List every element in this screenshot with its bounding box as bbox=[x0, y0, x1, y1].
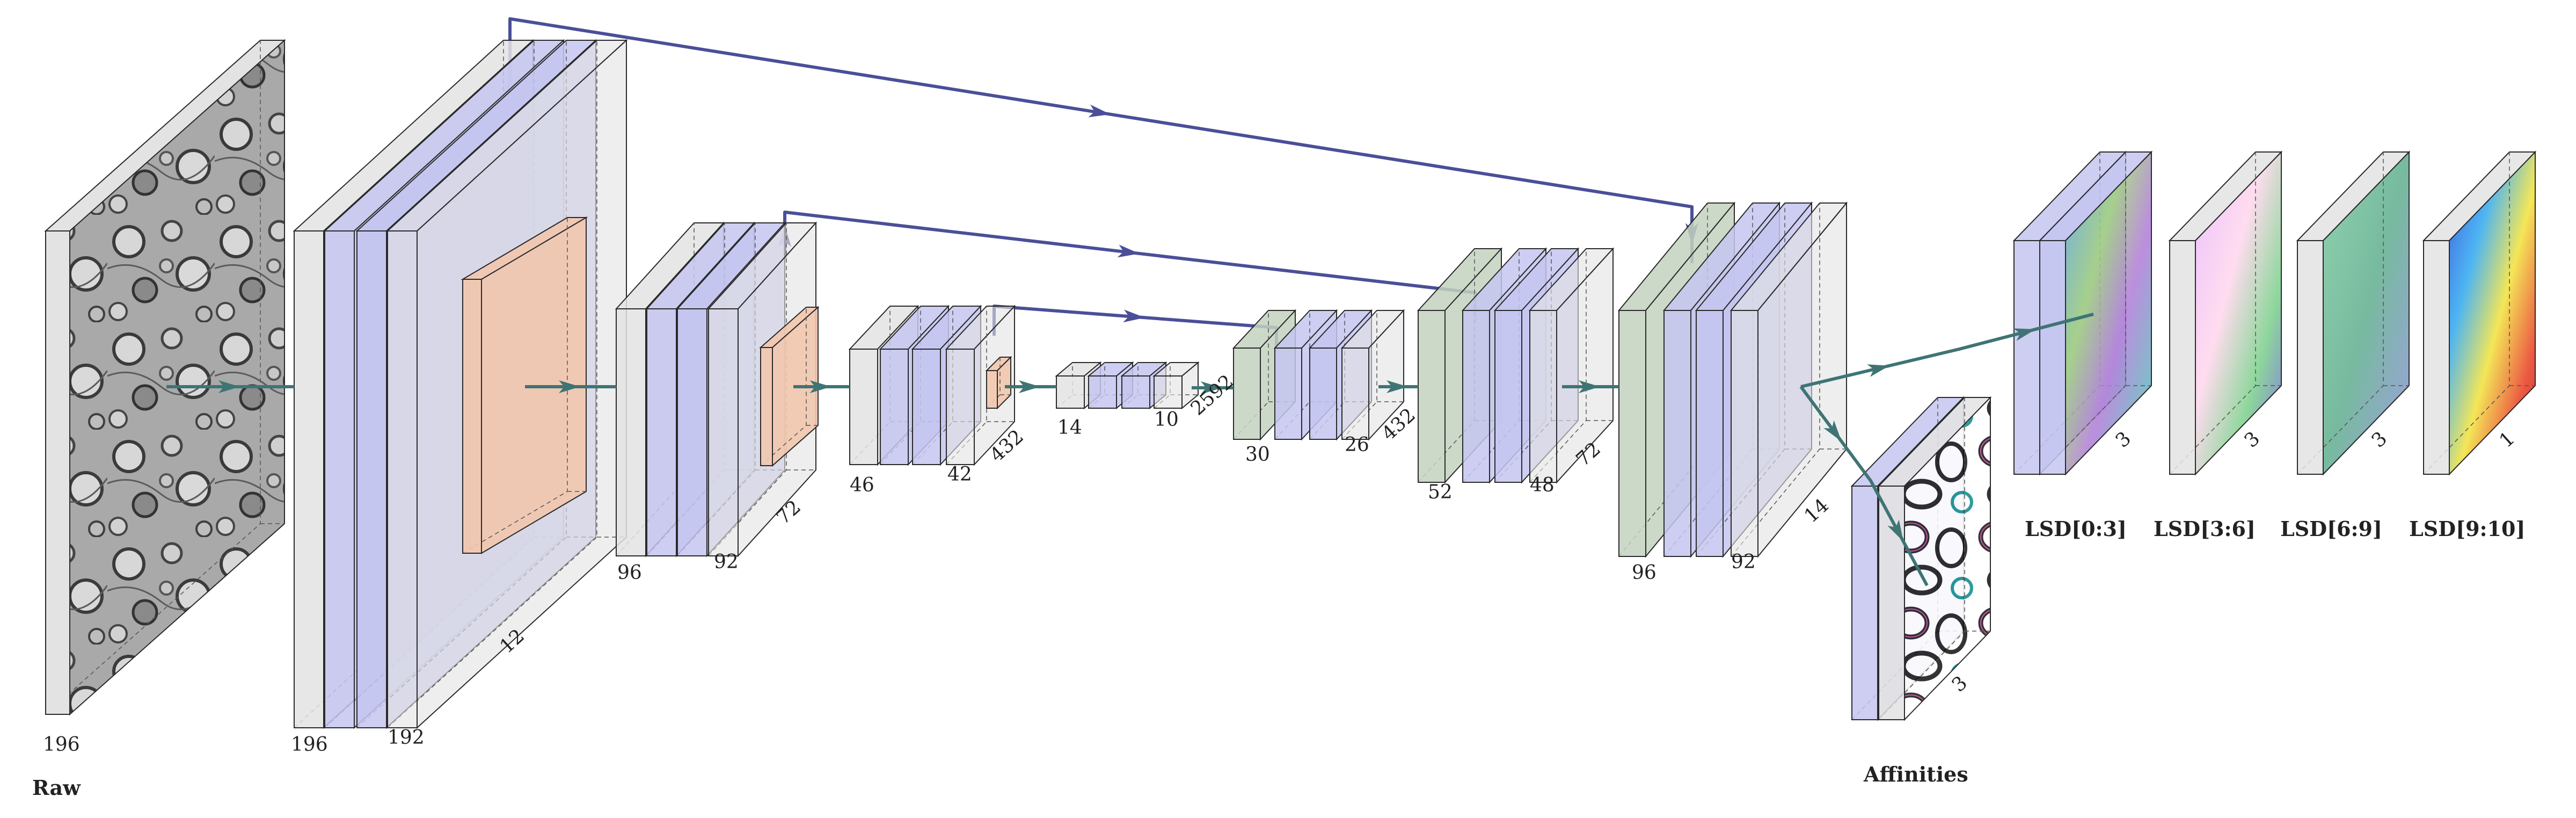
label-lsd-3-6: LSD[3:6] bbox=[2154, 517, 2256, 541]
bottom-slab-2 bbox=[1087, 361, 1134, 410]
flow-enc2-to-enc3 bbox=[793, 380, 850, 393]
raw-input-volume bbox=[44, 39, 286, 716]
dec2-slab-4 bbox=[1528, 247, 1615, 484]
skip-level-3 bbox=[993, 305, 1278, 352]
label-lsd-9-10: LSD[9:10] bbox=[2409, 517, 2525, 541]
dim-dec1-in: 96 bbox=[1632, 562, 1656, 584]
dim-enc3-in: 46 bbox=[850, 474, 874, 496]
enc3-crop bbox=[985, 356, 1012, 410]
aff-slab-2 bbox=[1877, 396, 1992, 721]
flow-enc3-to-bottom bbox=[1005, 380, 1056, 393]
feature-maps bbox=[44, 39, 2537, 729]
dim-bottom-in: 14 bbox=[1057, 417, 1082, 439]
dim-dec3-out: 26 bbox=[1345, 434, 1369, 456]
dim-enc3-out: 42 bbox=[947, 464, 972, 486]
dim-bottom-out: 10 bbox=[1154, 409, 1179, 431]
dec1-slab-4 bbox=[1730, 201, 1848, 558]
label-raw: Raw bbox=[32, 776, 81, 800]
dim-lsd-6-9-ch: 3 bbox=[2368, 428, 2391, 452]
dim-dec2-in: 52 bbox=[1428, 481, 1453, 503]
dim-enc1-out: 192 bbox=[388, 727, 425, 749]
lsd-9-10-slab bbox=[2422, 150, 2537, 476]
label-lsd-0-3: LSD[0:3] bbox=[2025, 517, 2127, 541]
dim-raw: 196 bbox=[43, 734, 80, 756]
label-affinities: Affinities bbox=[1863, 762, 1968, 786]
dim-dec2-out: 48 bbox=[1530, 474, 1555, 496]
dim-dec3-in: 30 bbox=[1245, 444, 1270, 466]
flow-bottom-to-dec3 bbox=[1192, 381, 1234, 394]
lsd-6-9-slab bbox=[2296, 150, 2411, 476]
dim-enc2-in: 96 bbox=[617, 562, 642, 584]
dim-aff-ch: 3 bbox=[1948, 672, 1972, 697]
dim-lsd-3-6-ch: 3 bbox=[2241, 428, 2264, 452]
skip-level-2 bbox=[778, 211, 1477, 322]
dec3-slab-4 bbox=[1340, 309, 1405, 441]
flow-dec3-to-dec2 bbox=[1378, 380, 1418, 393]
flow-dec1-to-lsd bbox=[1800, 313, 2094, 388]
lsd-0-3-slab-2 bbox=[2038, 150, 2153, 476]
flow-dec1-to-affinities bbox=[1799, 386, 1929, 587]
skip-level-1 bbox=[503, 17, 1698, 263]
flow-dec2-to-dec1 bbox=[1562, 380, 1619, 393]
dim-lsd-9-10-ch: 1 bbox=[2495, 428, 2519, 452]
flow-arrows bbox=[166, 313, 2094, 587]
bottom-slab-4 bbox=[1152, 361, 1200, 410]
flow-raw-to-enc1 bbox=[166, 380, 294, 393]
lsd-3-6-slab bbox=[2168, 150, 2283, 476]
flow-enc1-to-enc2 bbox=[525, 380, 616, 393]
label-lsd-6-9: LSD[6:9] bbox=[2280, 517, 2382, 541]
dim-dec1-out: 92 bbox=[1731, 551, 1756, 573]
dim-lsd-0-3-ch: 3 bbox=[2112, 428, 2135, 452]
dim-enc2-out: 92 bbox=[714, 551, 739, 573]
dim-enc1-in: 196 bbox=[291, 734, 328, 756]
